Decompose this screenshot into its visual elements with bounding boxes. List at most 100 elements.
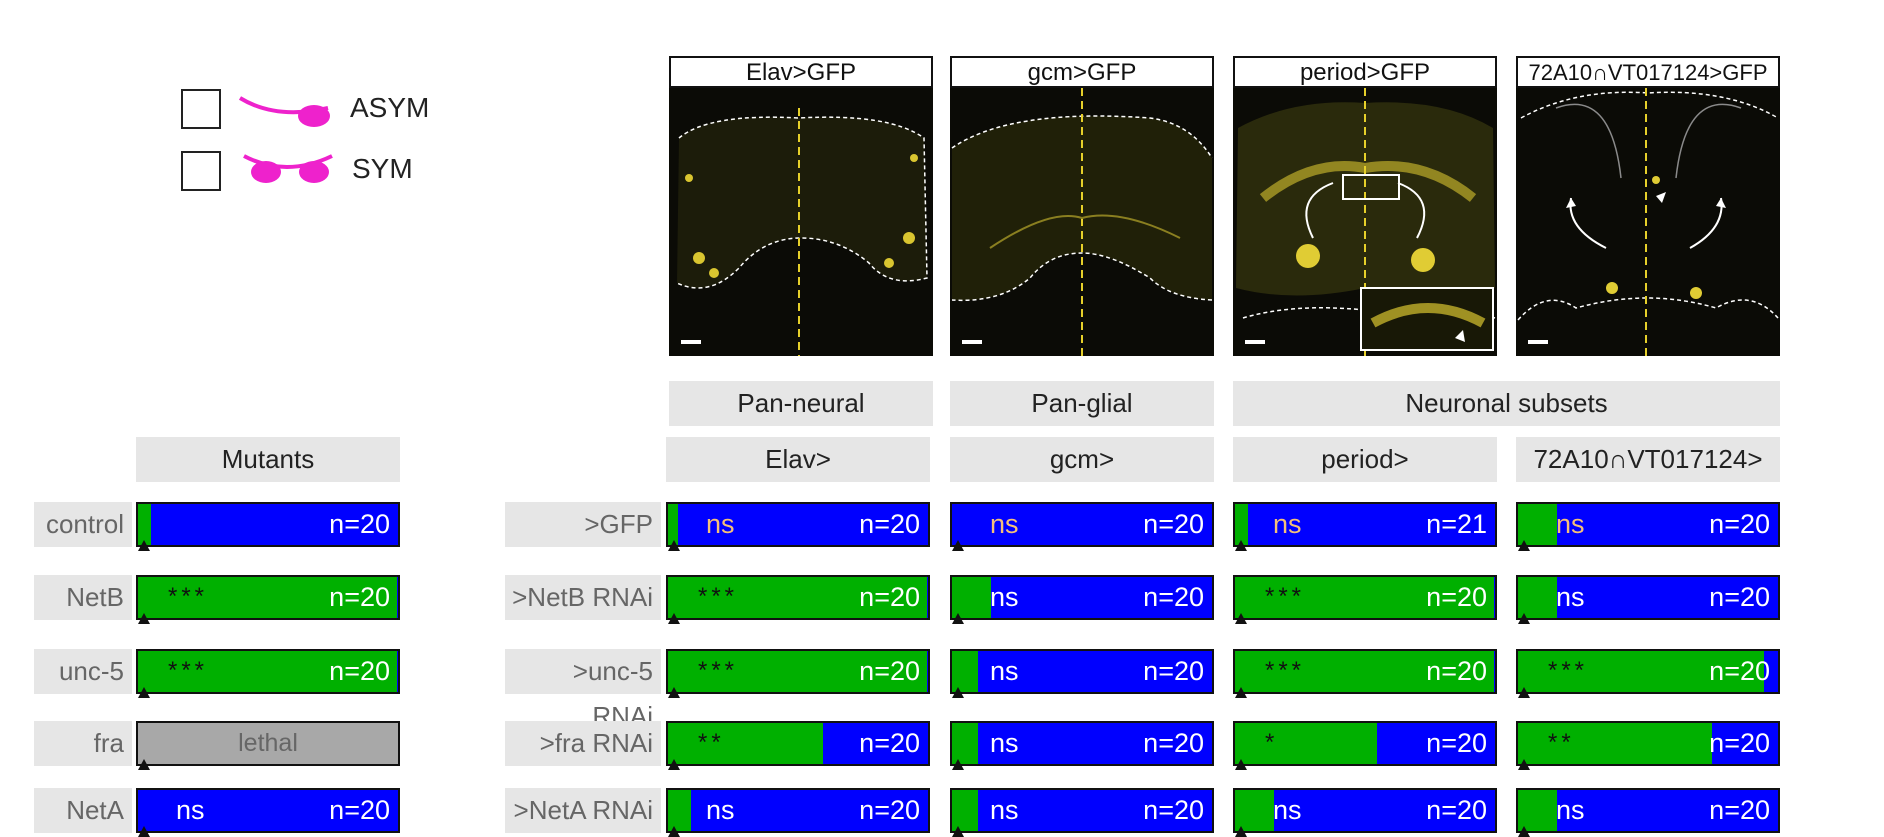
sym-fill xyxy=(1518,577,1557,618)
n-label: n=20 xyxy=(329,795,390,825)
driver-bar: ***n=20 xyxy=(1233,649,1497,694)
ns-label: ns xyxy=(1556,509,1585,539)
baseline-marker-icon xyxy=(952,540,964,551)
baseline-marker-icon xyxy=(138,613,150,624)
sym-fill xyxy=(668,651,927,692)
mutant-row-label: NetB xyxy=(34,575,132,620)
driver-bar: ** n=20 xyxy=(666,721,930,766)
significance-label: *** xyxy=(698,583,739,610)
sym-fill xyxy=(668,577,927,618)
ns-label: ns xyxy=(990,728,1019,758)
significance-label: *** xyxy=(168,583,209,610)
ns-label: ns xyxy=(176,795,205,825)
panel-title-gcm: gcm>GFP xyxy=(950,56,1214,88)
driver-bar: **n=20 xyxy=(1516,721,1780,766)
sym-fill xyxy=(668,723,823,764)
n-label: n=20 xyxy=(859,509,920,539)
significance-label: ** xyxy=(698,729,725,756)
sym-fill xyxy=(138,504,151,545)
baseline-marker-icon xyxy=(138,826,150,837)
baseline-marker-icon xyxy=(1235,613,1247,624)
baseline-marker-icon xyxy=(138,759,150,770)
baseline-marker-icon xyxy=(952,613,964,624)
driver-bar: ns n=20 xyxy=(950,788,1214,833)
mutant-bar: ***n=20 xyxy=(136,575,400,620)
baseline-marker-icon xyxy=(138,687,150,698)
sym-fill xyxy=(138,577,397,618)
sym-fill xyxy=(1235,577,1494,618)
ns-label: ns xyxy=(1273,509,1302,539)
significance-label: *** xyxy=(1265,657,1306,684)
sym-fill xyxy=(952,723,978,764)
baseline-marker-icon xyxy=(1518,826,1530,837)
mutant-bar: n=20 xyxy=(136,502,400,547)
asymmetric-eyes-icon xyxy=(238,96,330,127)
n-label: n=20 xyxy=(329,509,390,539)
n-label: n=20 xyxy=(1426,795,1487,825)
n-label: n=20 xyxy=(1426,582,1487,612)
mutant-bar: ns n=20 xyxy=(136,788,400,833)
sym-fill xyxy=(1518,504,1557,545)
baseline-marker-icon xyxy=(952,759,964,770)
n-label: n=20 xyxy=(1709,795,1770,825)
baseline-marker-icon xyxy=(668,759,680,770)
n-label: n=20 xyxy=(1143,728,1204,758)
ns-label: ns xyxy=(706,795,735,825)
driver-bar: ns n=20 xyxy=(1516,502,1780,547)
baseline-marker-icon xyxy=(1235,540,1247,551)
n-label: n=20 xyxy=(1709,582,1770,612)
n-label: n=20 xyxy=(329,656,390,686)
mutants-header: Mutants xyxy=(136,437,400,482)
sym-label: SYM xyxy=(352,153,413,184)
sym-fill xyxy=(952,651,978,692)
driver-header-elav: Elav> xyxy=(666,437,930,482)
rnai-row-label: >NetB RNAi xyxy=(505,575,661,620)
driver-bar: ***n=20 xyxy=(666,575,930,620)
brain-image-72a10 xyxy=(1516,88,1780,356)
n-label: n=20 xyxy=(1143,795,1204,825)
ns-label: ns xyxy=(1556,795,1585,825)
group-neuronal-subsets: Neuronal subsets xyxy=(1233,381,1780,426)
sym-fill xyxy=(952,790,978,831)
driver-header-72a10: 72A10∩VT017124> xyxy=(1516,437,1780,482)
sym-fill xyxy=(668,504,678,545)
n-label: n=20 xyxy=(859,728,920,758)
driver-bar: ns n=20 xyxy=(1516,788,1780,833)
baseline-marker-icon xyxy=(1518,540,1530,551)
rnai-row-label: >unc-5 RNAi xyxy=(505,649,661,731)
mutant-row-label: fra xyxy=(34,721,132,766)
driver-header-period: period> xyxy=(1233,437,1497,482)
ns-label: ns xyxy=(1556,582,1585,612)
rnai-row-label: >fra RNAi xyxy=(505,721,661,766)
baseline-marker-icon xyxy=(668,826,680,837)
driver-header-gcm: gcm> xyxy=(950,437,1214,482)
driver-bar: ns n=20 xyxy=(950,721,1214,766)
panel-title-elav: Elav>GFP xyxy=(669,56,933,88)
group-pan-glial: Pan-glial xyxy=(950,381,1214,426)
ns-label: ns xyxy=(1273,795,1302,825)
sym-fill xyxy=(1235,790,1274,831)
ns-label: ns xyxy=(990,795,1019,825)
brain-image-gcm xyxy=(950,88,1214,356)
n-label: n=20 xyxy=(1143,509,1204,539)
sym-swatch xyxy=(181,151,221,191)
brain-image-period xyxy=(1233,88,1497,356)
sym-fill xyxy=(1518,651,1764,692)
baseline-marker-icon xyxy=(952,687,964,698)
sym-fill xyxy=(1235,651,1494,692)
panel-title-period: period>GFP xyxy=(1233,56,1497,88)
driver-bar: ns n=20 xyxy=(1516,575,1780,620)
n-label: n=20 xyxy=(859,795,920,825)
n-label: n=20 xyxy=(1709,728,1770,758)
asym-swatch xyxy=(181,89,221,129)
n-label: n=20 xyxy=(1709,656,1770,686)
sym-fill xyxy=(1518,723,1712,764)
significance-label: *** xyxy=(168,657,209,684)
driver-bar: ***n=20 xyxy=(1516,649,1780,694)
sym-fill xyxy=(1518,790,1557,831)
driver-bar: ns n=20 xyxy=(666,788,930,833)
sym-fill xyxy=(1235,723,1377,764)
brain-image-elav xyxy=(669,88,933,356)
n-label: n=20 xyxy=(1709,509,1770,539)
